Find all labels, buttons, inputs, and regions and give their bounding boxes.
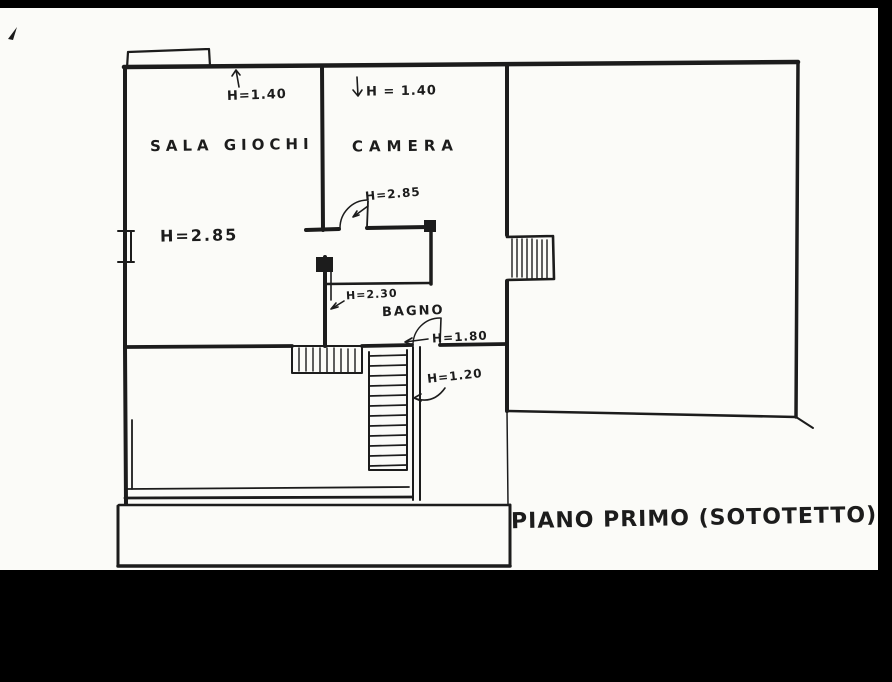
staircase (368, 349, 408, 471)
radiator-hatch (505, 234, 556, 282)
room-label-sala-giochi: SALA GIOCHI (149, 134, 314, 156)
paper-background (0, 8, 878, 570)
balcony-railing (123, 419, 414, 500)
height-annotation-bagno-door: H=1.80 (431, 328, 489, 346)
scan-ink-mark (8, 27, 17, 40)
bottom-terrace-outline (116, 503, 512, 568)
door-swing-arcs (339, 199, 442, 346)
annotation-arrows (231, 69, 446, 402)
height-annotation-left-wall: H=1.40 (226, 86, 288, 105)
height-annotation-sala: H=2.85 (159, 225, 239, 246)
interior-walls (123, 62, 509, 505)
height-annotation-camera: H = 1.40 (365, 83, 438, 100)
outer-walls (117, 47, 814, 506)
wall-piers (316, 220, 436, 272)
height-annotation-bagno: H=2.30 (345, 286, 398, 303)
room-label-camera: CAMERA (351, 136, 460, 156)
window-hatch (291, 345, 363, 374)
room-label-bagno: BAGNO (381, 302, 445, 321)
